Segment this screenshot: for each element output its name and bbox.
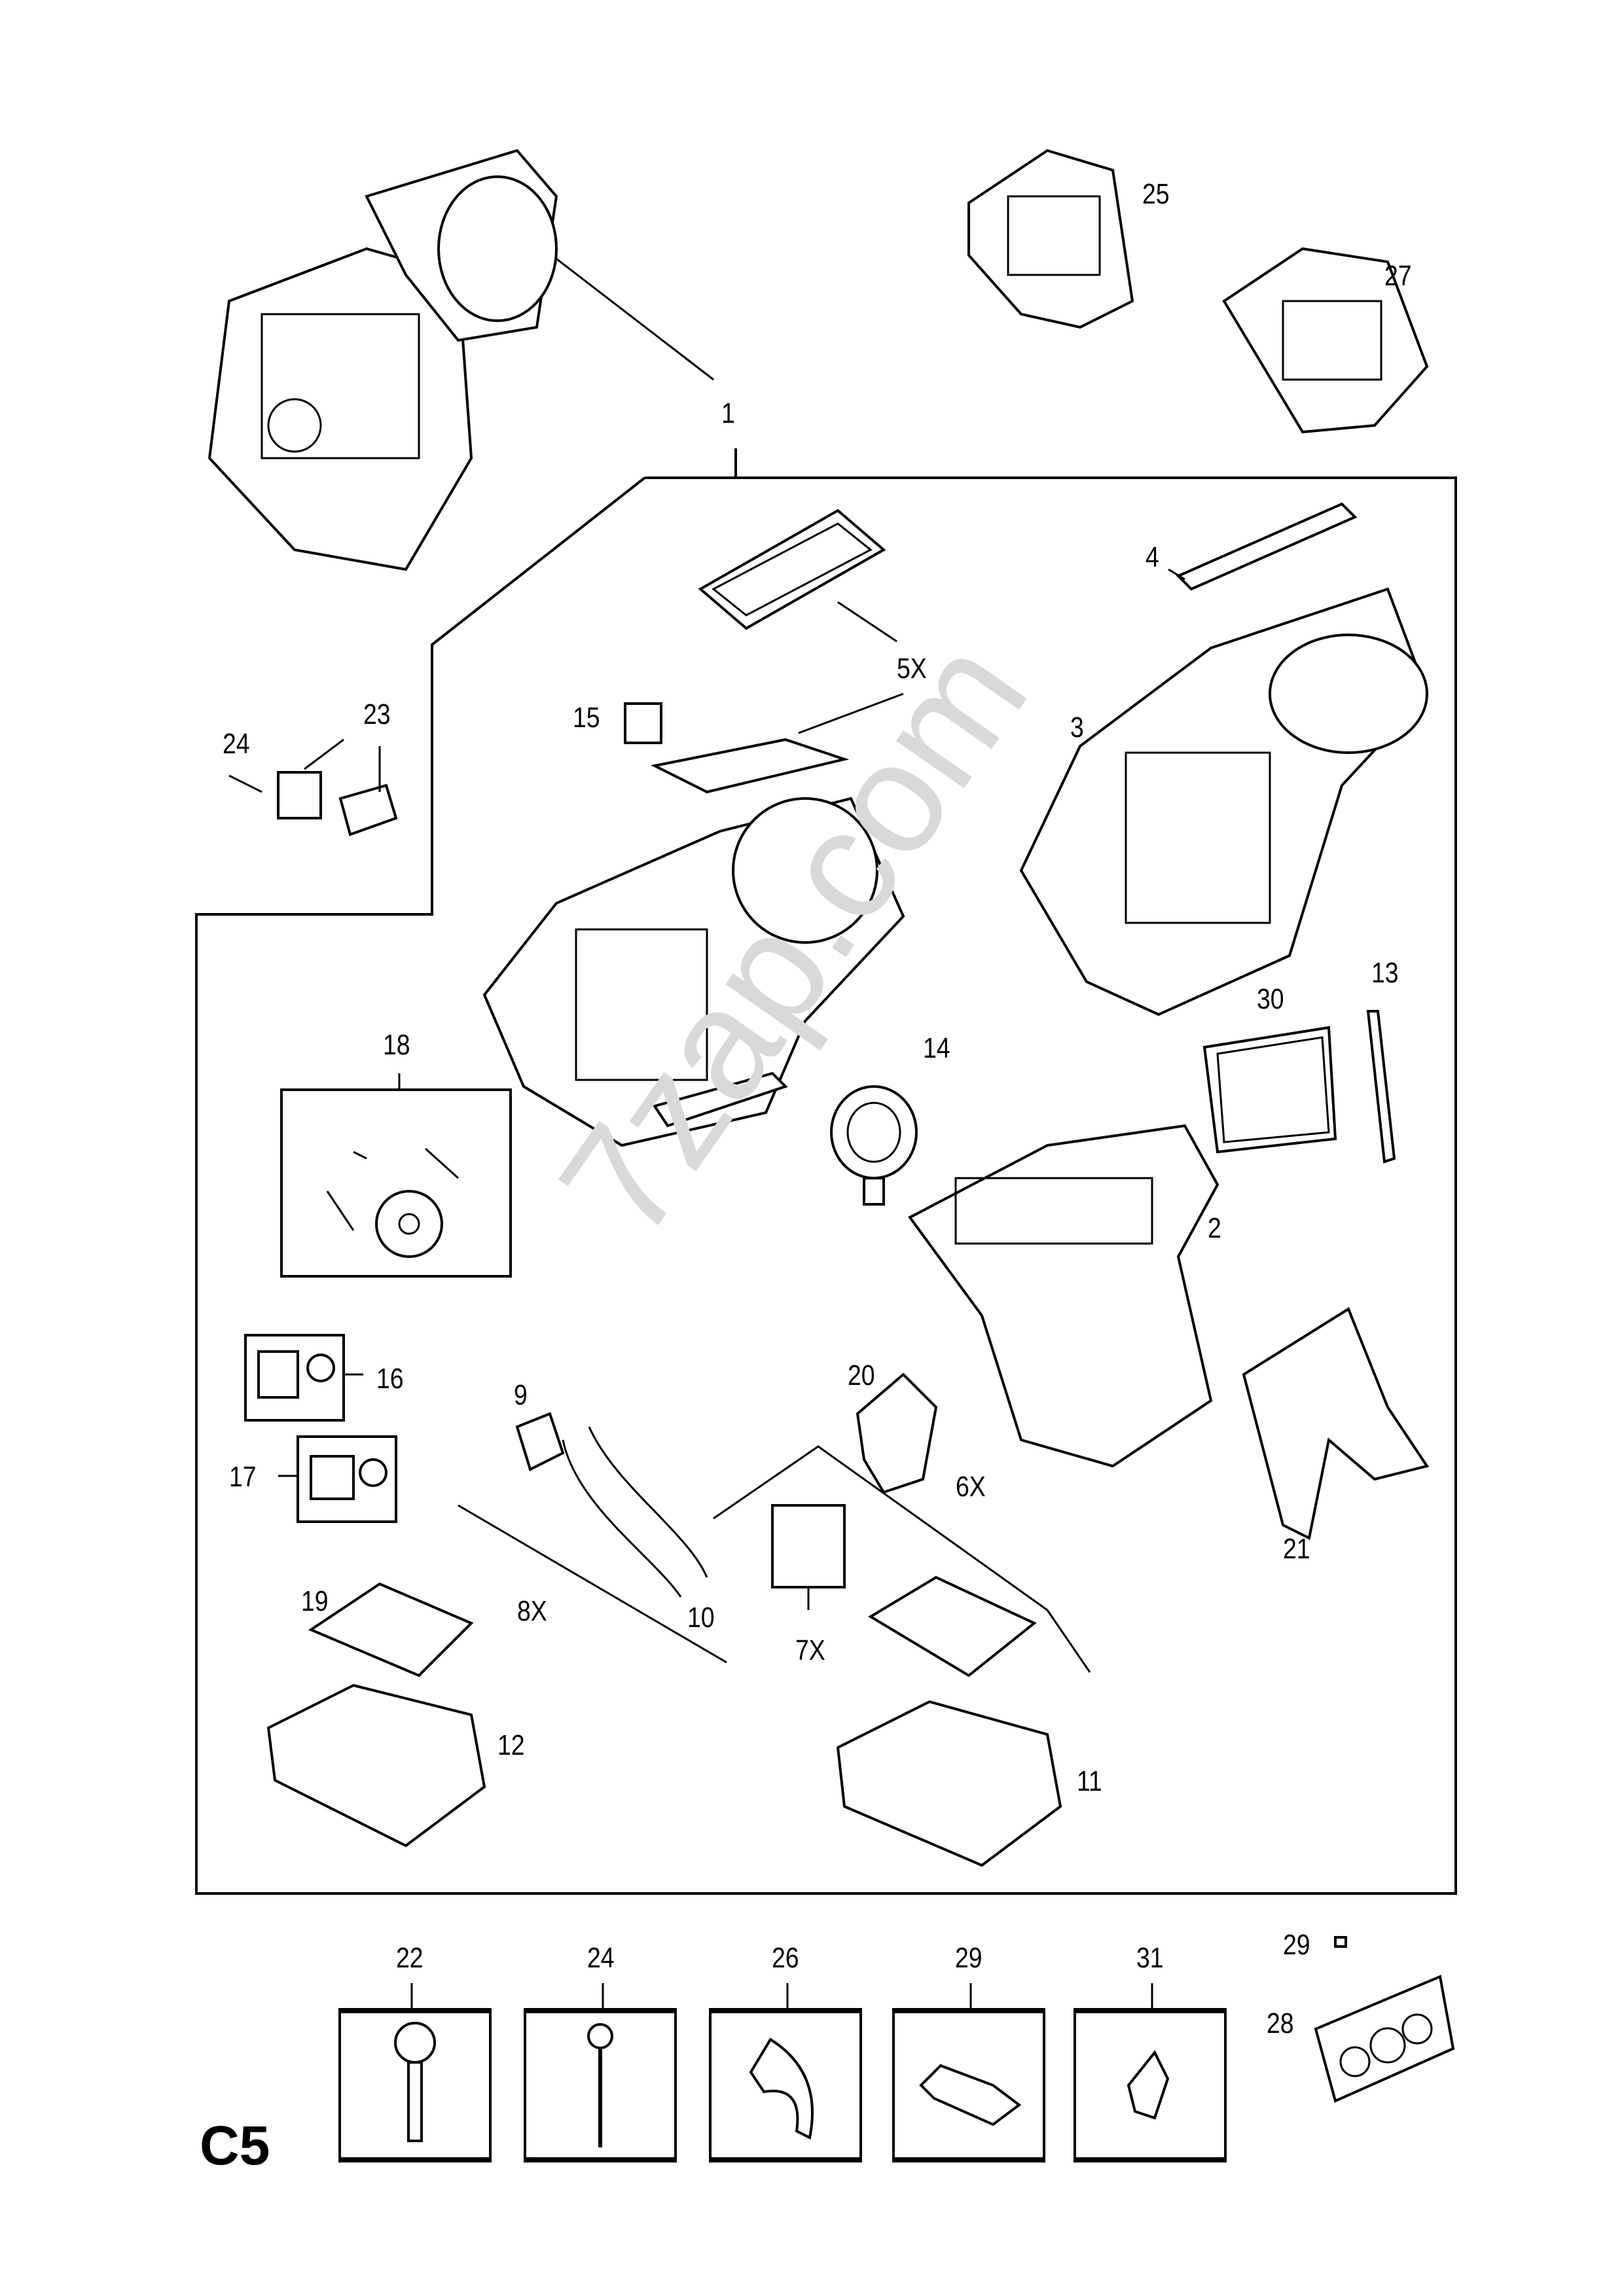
callout-23: 23 xyxy=(363,698,391,730)
fastener-label-22: 22 xyxy=(396,1942,424,1974)
duct-part-25 xyxy=(967,149,1134,329)
callout-4: 4 xyxy=(1146,541,1159,573)
sensor-15 xyxy=(624,702,662,744)
linkage-parts-18 xyxy=(326,1147,460,1258)
gasket-4 xyxy=(1176,502,1358,591)
callout-28: 28 xyxy=(1267,2007,1294,2039)
callout-1: 1 xyxy=(721,397,735,429)
fastener-box-24 xyxy=(524,2008,677,2162)
page-code: C5 xyxy=(200,2115,270,2176)
heater-core-6x xyxy=(868,1575,1037,1677)
duct-21 xyxy=(1242,1307,1430,1540)
leader-4 xyxy=(1168,568,1185,581)
tray-12 xyxy=(266,1683,486,1848)
box-7x xyxy=(771,1504,846,1588)
callout-25: 25 xyxy=(1142,178,1170,210)
actuator-16 xyxy=(257,1350,299,1399)
heater-core-19 xyxy=(308,1582,474,1677)
evaporator-30 xyxy=(1202,1026,1337,1154)
fastener-box-29 xyxy=(892,2008,1045,2162)
screw-icon xyxy=(394,2022,436,2142)
kit-box-18 xyxy=(280,1088,512,1278)
retainer-icon xyxy=(1127,2050,1170,2120)
leader-23a xyxy=(304,738,344,770)
pipes-8x xyxy=(562,1426,708,1598)
gear-16 xyxy=(306,1354,335,1382)
fastener-box-26 xyxy=(709,2008,862,2162)
upper-housing-3 xyxy=(1019,587,1429,1016)
callout-18: 18 xyxy=(383,1029,410,1061)
control-panel-28 xyxy=(1314,1975,1455,2103)
actuator-20 xyxy=(856,1372,938,1494)
lower-housing-2 xyxy=(908,1124,1219,1468)
fastener-label-29: 29 xyxy=(955,1942,983,1974)
plate-23 xyxy=(338,783,398,836)
clip-29-small xyxy=(1334,1936,1347,1948)
leader-5x-b xyxy=(798,692,904,734)
blower-motor-14 xyxy=(830,1085,918,1206)
hvac-unit-complete xyxy=(208,149,558,571)
callout-30: 30 xyxy=(1257,983,1284,1015)
callout-8x: 8X xyxy=(517,1595,547,1627)
callout-29-top: 29 xyxy=(1283,1929,1310,1961)
bracket-6x xyxy=(713,1445,1091,1673)
callout-7x: 7X xyxy=(795,1634,825,1666)
callout-3: 3 xyxy=(1070,711,1084,744)
bolt-24 xyxy=(228,774,262,793)
duct-part-27 xyxy=(1222,247,1429,434)
callout-13: 13 xyxy=(1371,957,1399,989)
tray-11 xyxy=(836,1700,1062,1867)
callout-27: 27 xyxy=(1384,260,1412,292)
hvac-unit-exploded xyxy=(482,797,905,1147)
callout-9: 9 xyxy=(514,1379,528,1411)
seal-13 xyxy=(1366,1010,1396,1164)
callout-21: 21 xyxy=(1283,1533,1310,1565)
box-16 xyxy=(244,1334,345,1422)
fastener-label-31: 31 xyxy=(1136,1942,1164,1974)
grommet-9 xyxy=(515,1412,565,1471)
callout-19: 19 xyxy=(301,1585,329,1617)
leader-5x xyxy=(837,601,897,643)
clip-icon xyxy=(749,2037,814,2140)
callout-20: 20 xyxy=(848,1359,875,1391)
bracket-8x xyxy=(458,1504,727,1664)
callout-12: 12 xyxy=(497,1729,525,1761)
callout-15: 15 xyxy=(573,702,600,734)
callout-5x: 5X xyxy=(897,653,927,685)
gear-17 xyxy=(359,1458,388,1487)
callout-17: 17 xyxy=(229,1461,257,1493)
callout-6x: 6X xyxy=(956,1471,986,1503)
bracket-23 xyxy=(277,771,322,819)
spring-clip-icon xyxy=(919,2064,1022,2126)
filter-5x xyxy=(698,509,886,630)
assembly-frame xyxy=(195,476,1457,1895)
fastener-box-31 xyxy=(1074,2008,1227,2162)
fastener-label-26: 26 xyxy=(772,1942,799,1974)
actuator-17 xyxy=(310,1455,355,1500)
callout-14: 14 xyxy=(923,1032,950,1064)
gasket-5x xyxy=(650,738,850,794)
callout-2: 2 xyxy=(1208,1212,1221,1244)
callout-16: 16 xyxy=(376,1363,404,1395)
callout-24: 24 xyxy=(223,728,250,760)
fastener-box-22 xyxy=(338,2008,492,2162)
callout-10: 10 xyxy=(687,1602,715,1634)
box-17 xyxy=(297,1435,397,1523)
callout-11: 11 xyxy=(1077,1765,1102,1797)
leader-1-top xyxy=(543,247,714,381)
bolt-icon xyxy=(587,2023,613,2147)
fastener-label-24: 24 xyxy=(587,1942,615,1974)
